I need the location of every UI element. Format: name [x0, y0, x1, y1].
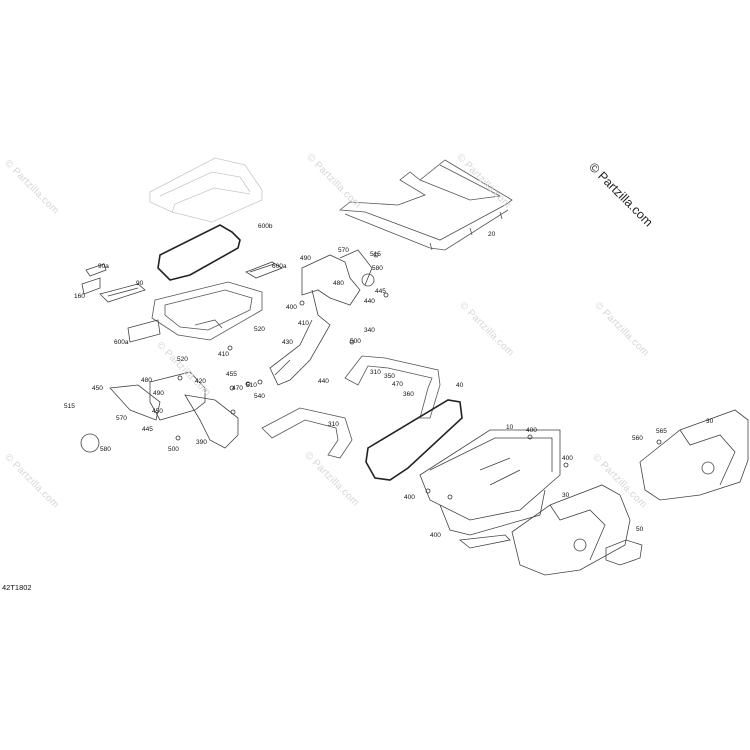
callout-label: 160 — [74, 293, 85, 300]
side-bracket-part — [109, 371, 239, 449]
callout-label: 520 — [177, 356, 188, 363]
callout-label: 440 — [318, 378, 329, 385]
callout-label: 400 — [286, 304, 297, 311]
callout-label: 470 — [392, 381, 403, 388]
callout-label: 30 — [706, 418, 714, 425]
callout-label: 490 — [153, 390, 164, 397]
callout-label: 520 — [254, 326, 265, 333]
fastener-set — [175, 252, 662, 500]
callout-label: 580 — [100, 446, 111, 453]
callout-label: 470 — [232, 385, 243, 392]
callout-label: 565 — [656, 428, 667, 435]
callout-label: 445 — [142, 426, 153, 433]
callout-label: 30 — [562, 492, 570, 499]
rear-floor-panel-part — [338, 159, 513, 251]
diagram-reference: 42T1802 — [2, 583, 32, 592]
callout-label: 455 — [226, 371, 237, 378]
callout-label: 10 — [506, 424, 514, 431]
callout-label: 570 — [338, 247, 349, 254]
callout-label: 440 — [364, 298, 375, 305]
callout-label: 480 — [141, 377, 152, 384]
callout-label: 310 — [370, 369, 381, 376]
callout-label: 515 — [64, 403, 75, 410]
callout-label: 400 — [526, 427, 537, 434]
callout-label: 560 — [632, 435, 643, 442]
rear-panel-part — [511, 484, 631, 576]
callout-label: 450 — [152, 408, 163, 415]
callout-label: 410 — [298, 320, 309, 327]
callout-label: 400 — [404, 494, 415, 501]
latch-part — [245, 261, 283, 279]
callout-label: 90 — [136, 280, 144, 287]
callout-label: 570 — [116, 415, 127, 422]
callout-label: 490 — [300, 255, 311, 262]
callout-label: 350 — [384, 373, 395, 380]
right-rear-panel-part — [639, 409, 749, 501]
seat-cushion-part — [149, 157, 263, 223]
plate-part — [605, 539, 643, 566]
gasket-part — [365, 399, 463, 481]
hinge-part — [81, 263, 146, 303]
callout-label: 500 — [168, 446, 179, 453]
callout-label: 410 — [218, 351, 229, 358]
callout-label: 340 — [364, 327, 375, 334]
callout-label: 400 — [430, 532, 441, 539]
callout-label: 600a — [114, 339, 129, 346]
callout-label: 310 — [328, 421, 339, 428]
callout-label: 540 — [254, 393, 265, 400]
storage-tray-part — [151, 281, 263, 341]
callout-label: 400 — [562, 455, 573, 462]
lower-grab-handle-part — [261, 407, 353, 459]
callout-label: 90a — [98, 263, 109, 270]
callout-label: 390 — [196, 439, 207, 446]
callout-label: 580 — [372, 265, 383, 272]
callout-label: 480 — [333, 280, 344, 287]
callout-label: 450 — [92, 385, 103, 392]
callout-label: 40 — [456, 382, 464, 389]
callout-label: 500 — [350, 338, 361, 345]
callout-label: 510 — [246, 382, 257, 389]
callout-label: 360 — [403, 391, 414, 398]
callout-label: 50 — [636, 526, 644, 533]
knob-part — [80, 273, 375, 453]
callout-label: 445 — [375, 288, 386, 295]
callout-label: 420 — [195, 378, 206, 385]
callout-label: 515 — [370, 251, 381, 258]
cargo-box-part — [419, 429, 561, 549]
lid-seal-part — [157, 224, 241, 281]
grab-handle-part — [344, 355, 441, 419]
callout-label: 20 — [488, 231, 496, 238]
support-frame-part — [269, 249, 373, 386]
callout-label: 430 — [282, 339, 293, 346]
callout-label: 600a — [272, 263, 287, 270]
lower-latch-part — [127, 319, 161, 343]
callout-label: 600b — [258, 223, 273, 230]
